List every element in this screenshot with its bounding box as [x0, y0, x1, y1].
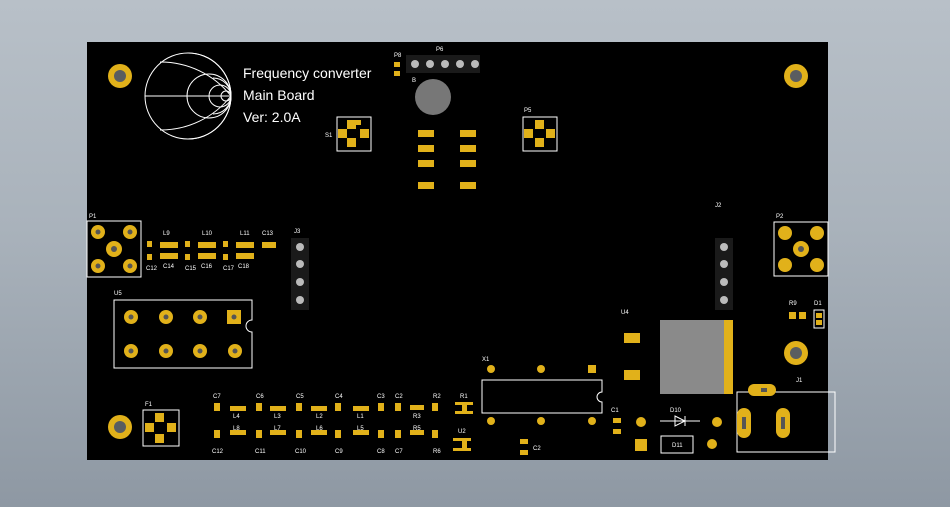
label-c12: C12 [146, 266, 158, 272]
mounting-hole-top-left [108, 64, 132, 88]
label-c7b: C7 [395, 449, 403, 455]
label-c2: C2 [533, 446, 541, 452]
label-l4: L4 [233, 414, 240, 420]
smith-chart-icon [144, 52, 232, 140]
label-l2: L2 [316, 414, 323, 420]
board-title-line-2: Main Board [243, 87, 315, 103]
label-c14: C14 [163, 264, 175, 270]
resistor-r9[interactable] [789, 312, 806, 319]
label-j2: J2 [715, 203, 722, 209]
component-p5[interactable] [522, 116, 558, 152]
label-c18: C18 [238, 264, 250, 270]
label-s1: S1 [325, 133, 333, 139]
connector-p2[interactable] [773, 221, 829, 277]
label-u5: U5 [114, 291, 122, 297]
component-r1[interactable] [455, 402, 473, 414]
label-c10: C10 [295, 449, 307, 455]
diode-d10[interactable] [660, 415, 700, 427]
label-f1: F1 [145, 402, 153, 408]
ic-u5[interactable] [113, 299, 253, 369]
connector-j1[interactable] [736, 384, 836, 453]
label-d1: D1 [814, 301, 822, 307]
label-c3: C3 [377, 394, 385, 400]
label-r2: R2 [433, 394, 441, 400]
label-l5: L5 [357, 426, 364, 432]
label-c12b: C12 [212, 449, 224, 455]
label-l10: L10 [202, 231, 213, 237]
label-c5: C5 [296, 394, 304, 400]
label-c2b: C2 [395, 394, 403, 400]
board-title-line-1: Frequency converter [243, 65, 372, 81]
label-r9: R9 [789, 301, 797, 307]
label-c9: C9 [335, 449, 343, 455]
board-title-line-3: Ver: 2.0A [243, 109, 301, 125]
oscillator-x1[interactable] [481, 365, 603, 425]
label-c8: C8 [377, 449, 385, 455]
connector-j3[interactable] [291, 238, 309, 310]
mounting-hole-top-right [784, 64, 808, 88]
label-c16: C16 [201, 264, 213, 270]
label-p5: P5 [524, 108, 532, 114]
label-p8: P8 [394, 53, 402, 59]
connector-j2[interactable] [715, 238, 733, 310]
label-c1: C1 [611, 408, 619, 414]
label-l7: L7 [274, 426, 281, 432]
label-u4: U4 [621, 310, 629, 316]
label-l11: L11 [240, 231, 250, 237]
switch-s1[interactable] [336, 116, 372, 152]
label-l3: L3 [274, 414, 281, 420]
led-d1[interactable] [813, 309, 825, 329]
pad-round-2 [712, 417, 722, 427]
label-l8: L8 [233, 426, 240, 432]
label-c4: C4 [335, 394, 343, 400]
component-f1[interactable] [142, 409, 180, 447]
label-d10: D10 [670, 408, 682, 414]
regulator-u4[interactable] [624, 333, 640, 380]
label-j3: J3 [294, 229, 301, 235]
label-d11: D11 [672, 443, 683, 449]
rf-filter-top[interactable] [147, 241, 276, 260]
mounting-hole-right-mid [784, 341, 808, 365]
connector-p1[interactable] [86, 220, 142, 278]
label-l1: L1 [357, 414, 364, 420]
label-p6: P6 [436, 47, 444, 53]
label-c7: C7 [213, 394, 221, 400]
label-l6: L6 [316, 426, 323, 432]
label-c13: C13 [262, 231, 274, 237]
label-c17: C17 [223, 266, 235, 272]
label-p1: P1 [89, 214, 97, 220]
heatsink-component[interactable] [660, 320, 733, 394]
component-u2[interactable] [453, 438, 471, 451]
label-r3: R3 [413, 414, 421, 420]
label-j1: J1 [796, 378, 803, 384]
label-u2: U2 [458, 429, 466, 435]
label-x1: X1 [482, 357, 490, 363]
label-l9: L9 [163, 231, 170, 237]
mounting-hole-bottom-left [108, 415, 132, 439]
label-p2: P2 [776, 214, 784, 220]
label-r6: R6 [433, 449, 441, 455]
connector-p8 [394, 62, 400, 76]
label-b: B [412, 78, 416, 84]
connector-p6[interactable] [406, 55, 480, 73]
label-r5: R5 [413, 426, 421, 432]
label-r1: R1 [460, 394, 468, 400]
rf-filter-bottom[interactable] [214, 403, 438, 438]
label-c11: C11 [255, 449, 266, 455]
ic-soic[interactable] [418, 130, 476, 189]
diode-d11[interactable] [660, 435, 694, 454]
capacitor-c1[interactable] [613, 418, 621, 434]
label-c6: C6 [256, 394, 264, 400]
label-c15: C15 [185, 266, 197, 272]
capacitor-c2[interactable] [520, 439, 528, 455]
pad-round-3 [707, 439, 717, 449]
component-b[interactable] [415, 79, 451, 115]
pad-round [636, 417, 646, 427]
pad-square [635, 439, 647, 451]
